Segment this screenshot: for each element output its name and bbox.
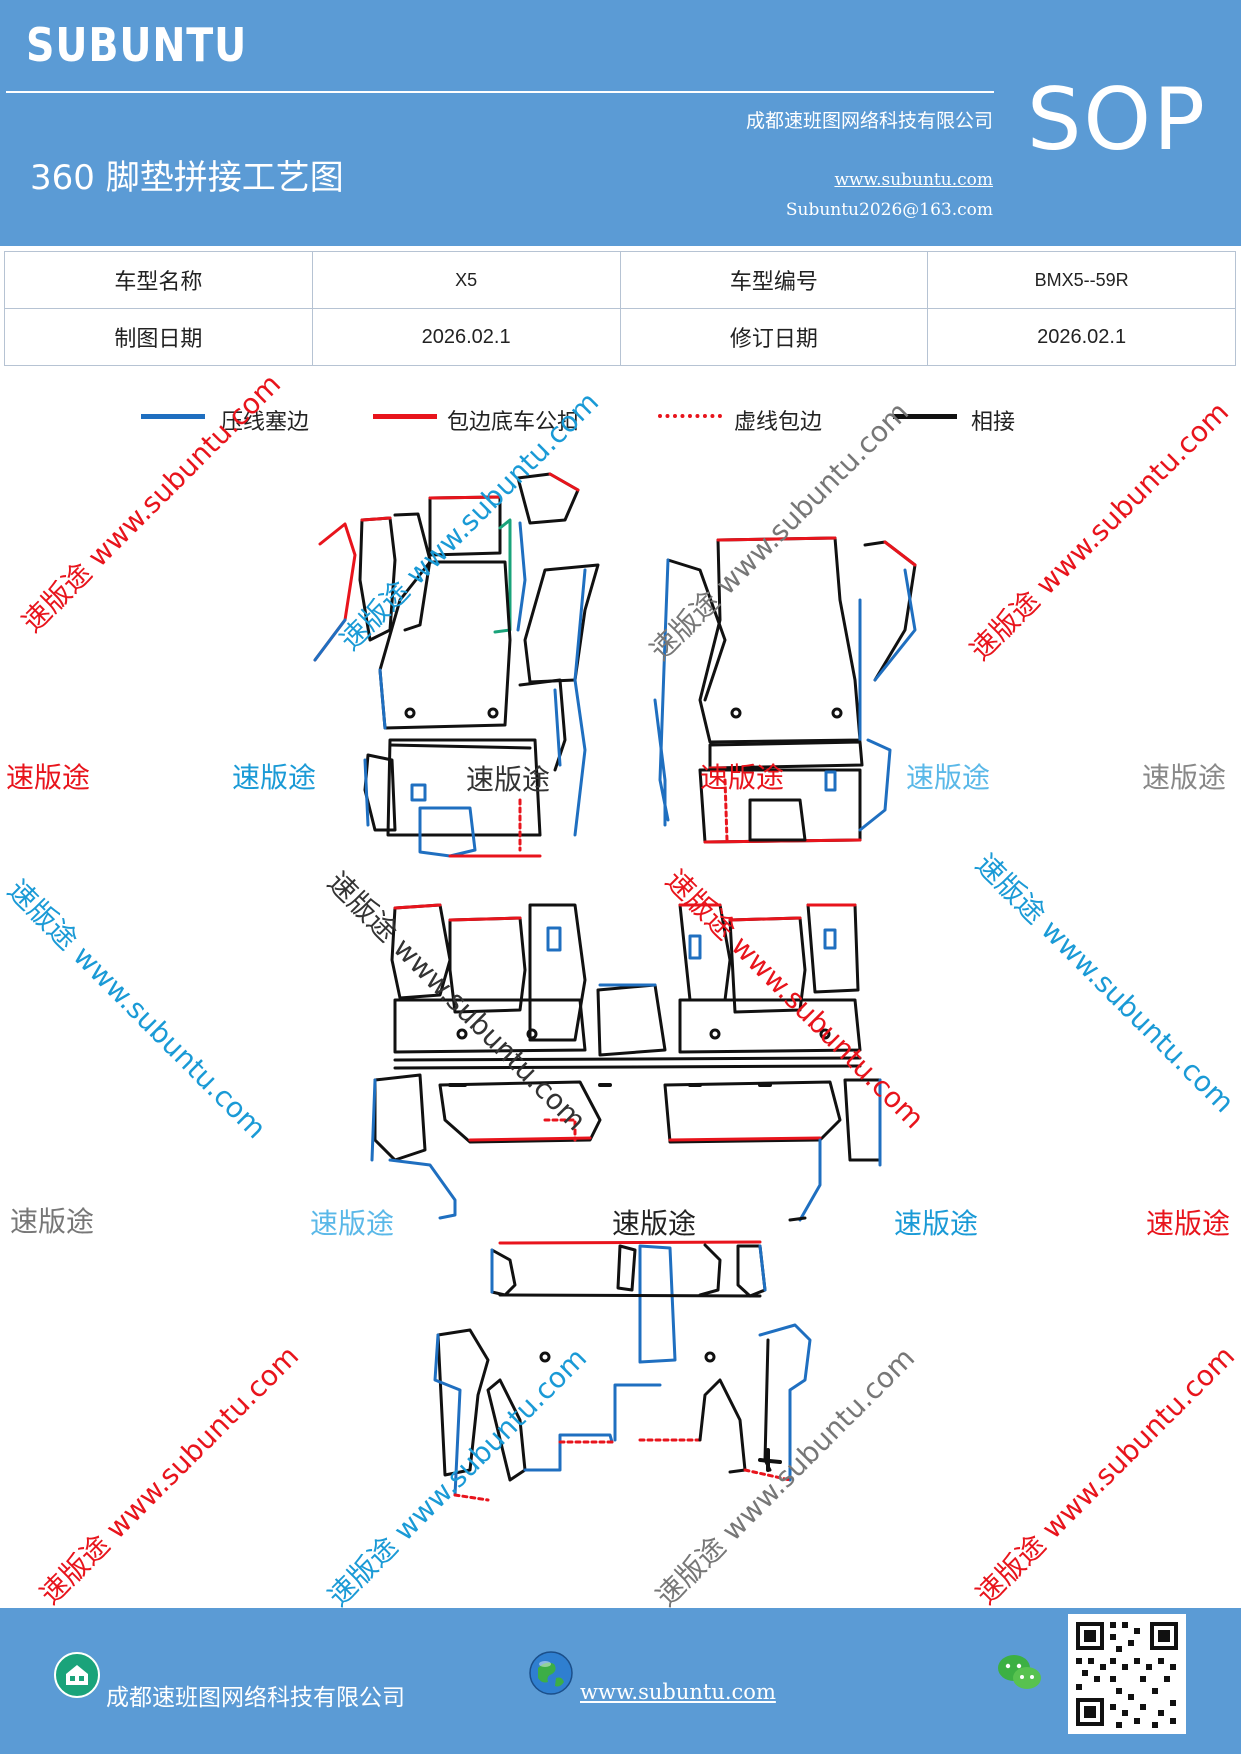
- model-name-value: X5: [311, 251, 621, 309]
- website-link[interactable]: www.subuntu.com: [834, 170, 993, 190]
- brand-logo: SUBUNTU: [26, 18, 248, 72]
- revise-date-label: 修订日期: [619, 308, 929, 366]
- watermark-brand: 速版途: [466, 763, 551, 796]
- email-address: Subuntu2026@163.com: [785, 200, 993, 220]
- info-table: 车型名称 X5 车型编号 BMX5--59R 制图日期 2026.02.1 修订…: [4, 251, 1236, 366]
- legend-label: 包边底车公扣: [447, 410, 580, 435]
- qr-code: [1068, 1614, 1186, 1734]
- legend-label: 相接: [971, 410, 1016, 435]
- home-icon: [54, 1652, 100, 1698]
- legend-swatch: [141, 414, 205, 419]
- watermark-brand: 速版途: [1142, 761, 1227, 794]
- mat-front-left: [313, 472, 600, 858]
- company-name: 成都速班图网络科技有限公司: [745, 110, 993, 132]
- footer-website-link[interactable]: www.subuntu.com: [580, 1680, 776, 1704]
- draw-date-value: 2026.02.1: [311, 308, 621, 366]
- watermark-brand: 速版途: [232, 761, 317, 794]
- table-row: 车型名称 X5 车型编号 BMX5--59R: [4, 251, 1236, 309]
- model-code-value: BMX5--59R: [927, 251, 1236, 309]
- model-name-label: 车型名称: [4, 251, 313, 309]
- header-banner: SUBUNTU 成都速班图网络科技有限公司 360 脚垫拼接工艺图 www.su…: [0, 0, 1241, 246]
- footer-banner: 成都速班图网络科技有限公司 www.subuntu.com: [0, 1608, 1241, 1754]
- watermark-brand: 速版途: [1146, 1207, 1231, 1240]
- legend-swatch: [658, 414, 722, 418]
- mat-front-right: [653, 536, 917, 844]
- watermark-brand: 速版途: [6, 761, 91, 794]
- mat-second-row: [390, 903, 862, 1070]
- watermark-brand: 速版途: [10, 1205, 95, 1238]
- mat-second-row-lower: [370, 1073, 882, 1222]
- watermark-brand: 速版途: [906, 761, 991, 794]
- mat-rear-row: [433, 1240, 812, 1502]
- watermark-brand: 速版途: [700, 761, 785, 794]
- sop-badge: SOP: [1026, 70, 1207, 170]
- floor-mat-diagram: [313, 472, 917, 1502]
- globe-icon: [528, 1650, 574, 1696]
- watermark-brand: 速版途: [894, 1207, 979, 1240]
- footer-company: 成都速班图网络科技有限公司: [106, 1685, 405, 1711]
- watermark-brand: 速版途: [612, 1207, 697, 1240]
- page-title: 360 脚垫拼接工艺图: [30, 158, 344, 198]
- legend-label: 压线塞边: [221, 410, 310, 435]
- legend-label: 虚线包边: [734, 410, 823, 435]
- legend-swatch: [373, 414, 437, 419]
- legend-swatch: [893, 414, 957, 419]
- watermark-brand: 速版途: [310, 1207, 395, 1240]
- model-code-label: 车型编号: [619, 251, 929, 309]
- revise-date-value: 2026.02.1: [927, 308, 1236, 366]
- draw-date-label: 制图日期: [4, 308, 313, 366]
- wechat-icon: [996, 1652, 1044, 1694]
- table-row: 制图日期 2026.02.1 修订日期 2026.02.1: [4, 308, 1236, 366]
- header-divider: [6, 91, 994, 93]
